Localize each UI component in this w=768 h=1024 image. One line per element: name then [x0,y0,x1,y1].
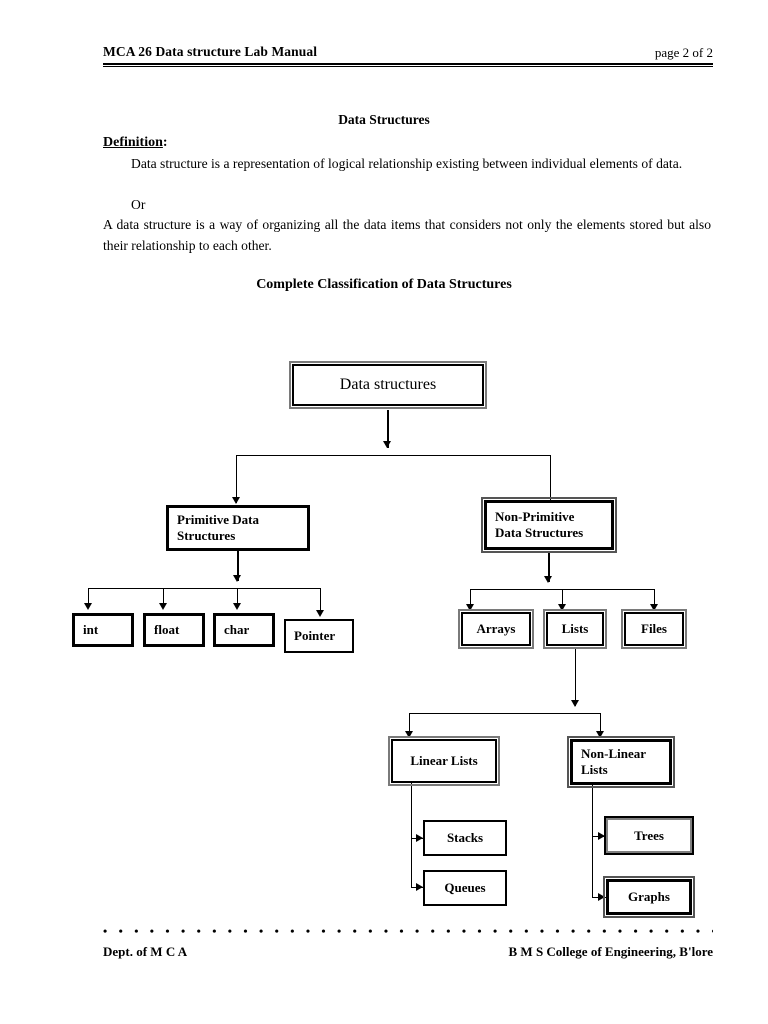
node-non-primitive-data-structures: Non-Primitive Data Structures [481,497,617,553]
node-primitive-data-structures: Primitive Data Structures [166,505,310,551]
connector-lists-stem [575,648,576,706]
connector-drop-nonlinear [600,713,601,736]
connector-level1-left-drop [236,455,237,503]
alternate-definition-paragraph: A data structure is a way of organizing … [103,217,711,253]
arrowhead-arrays [466,604,474,611]
node-graphs: Graphs [603,876,695,918]
arrowhead-trees [598,832,605,840]
node-float: float [143,613,205,647]
node-label: Non-Linear Lists [581,746,646,777]
node-stacks: Stacks [423,820,507,856]
node-label: Lists [561,621,589,636]
node-lists: Lists [543,609,607,649]
node-label: char [224,622,250,637]
arrowhead-root-stem [383,441,391,448]
arrowhead-linear-lists [405,731,413,738]
connector-drop-arrays [470,589,471,607]
arrowhead-non-linear-lists [596,731,604,738]
arrowhead-int [84,603,92,610]
connector-drop-int [88,588,89,607]
page-footer: Dept. of M C A B M S College of Engineer… [103,944,713,964]
node-files: Files [621,609,687,649]
connector-drop-files [654,589,655,607]
node-label: Files [641,621,667,636]
definition-heading-word: Definition [103,135,163,150]
arrowhead-char [233,603,241,610]
page-header: MCA 26 Data structure Lab Manual page 2 … [103,44,713,68]
node-pointer: Pointer [284,619,354,653]
node-label: float [154,622,180,637]
connector-drop-char [237,588,238,607]
node-int: int [72,613,134,647]
connector-drop-linear [409,713,410,736]
connector-drop-float [163,588,164,607]
arrowhead-primitive [232,497,240,504]
arrowhead-queues [416,883,423,891]
node-label: Linear Lists [410,753,478,768]
node-label: Pointer [294,628,336,643]
section-title: Complete Classification of Data Structur… [256,277,512,292]
arrowhead-lists-stem [571,700,579,707]
connector-lists-bus [409,713,600,714]
node-label: Trees [634,827,664,843]
node-label: Arrays [476,621,516,636]
node-label: Non-Primitive Data Structures [495,509,584,540]
node-non-linear-lists: Non-Linear Lists [567,736,675,788]
node-label: Stacks [446,830,484,845]
arrowhead-lists [558,604,566,611]
node-char: char [213,613,275,647]
header-page-number: page 2 of 2 [654,45,713,60]
node-queues: Queues [423,870,507,906]
definition-paragraph: Data structure is a representation of lo… [131,156,683,171]
connector-nonlinear-stem [592,785,593,898]
connector-root-stem [387,410,389,448]
header-rule [103,63,713,67]
node-label: Primitive Data Structures [177,512,259,543]
node-data-structures: Data structures [289,361,487,409]
or-separator: Or [131,197,146,212]
arrowhead-nonprimitive-stem [544,576,552,583]
node-arrays: Arrays [458,609,534,649]
header-title: MCA 26 Data structure Lab Manual [103,44,318,59]
node-label: Data structures [339,376,437,393]
definition-heading: Definition: [103,135,168,151]
arrowhead-stacks [416,834,423,842]
connector-primitive-bus [88,588,320,589]
footer-college: B M S College of Engineering, B'lore [508,944,714,959]
arrowhead-primitive-stem [233,575,241,582]
arrowhead-float [159,603,167,610]
definition-heading-colon: : [162,135,168,150]
node-label: Graphs [628,889,670,904]
footer-dotted-rule: • • • • • • • • • • • • • • • • • • • • … [103,928,713,936]
arrowhead-pointer [316,610,324,617]
connector-drop-lists [562,589,563,607]
node-linear-lists: Linear Lists [388,736,500,786]
document-title: Data Structures [338,112,430,127]
node-label: int [83,622,99,637]
connector-drop-pointer [320,588,321,613]
connector-nonprimitive-stem [548,552,550,582]
arrowhead-files [650,604,658,611]
connector-level1-bus [236,455,551,456]
arrowhead-graphs [598,893,605,901]
connector-linear-stem [411,783,412,887]
footer-department: Dept. of M C A [103,944,188,959]
connector-primitive-stem [237,551,239,581]
node-label: Queues [444,880,486,895]
node-trees: Trees [604,816,694,855]
connector-level1-right-drop [550,455,551,500]
